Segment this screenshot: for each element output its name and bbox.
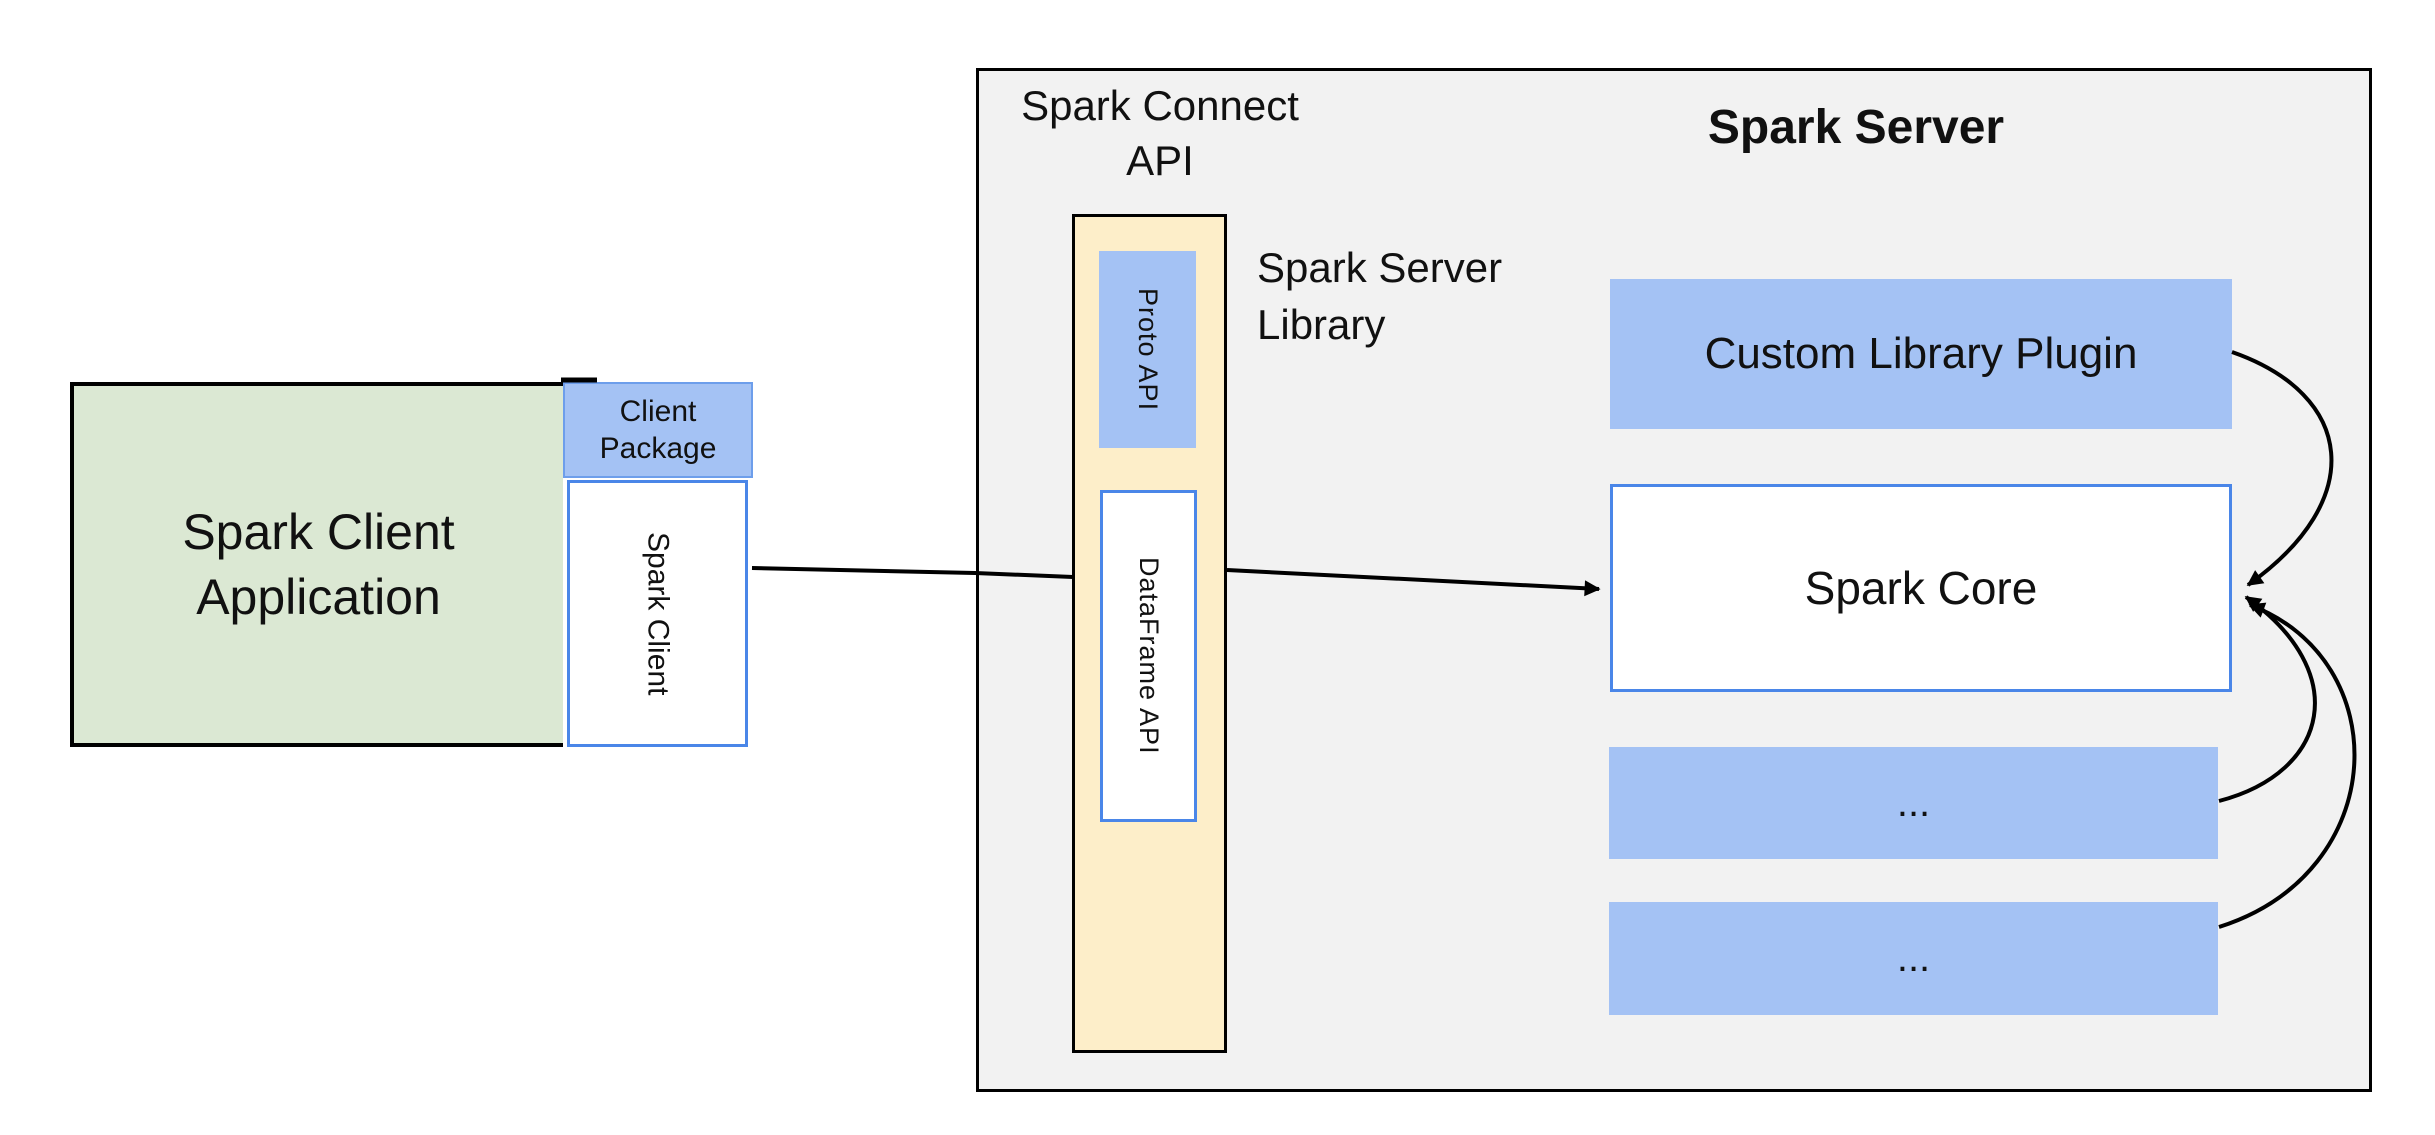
client-package-label: Client Package bbox=[599, 394, 717, 466]
dataframe-api-box: DataFrame API bbox=[1100, 490, 1197, 822]
dataframe-api-label: DataFrame API bbox=[1134, 557, 1164, 755]
spark-connect-api-title: Spark Connect API bbox=[1021, 82, 1299, 185]
spark-client-box: Spark Client bbox=[567, 480, 748, 747]
spark-server-title: Spark Server bbox=[1707, 101, 2005, 154]
additional-plugin-box-1: ... bbox=[1609, 747, 2218, 859]
custom-library-plugin-label: Custom Library Plugin bbox=[1704, 329, 2138, 378]
additional-plugin-box-2: ... bbox=[1609, 902, 2218, 1015]
spark-client-label: Spark Client bbox=[641, 531, 675, 696]
spark-server-library-label: Spark Server Library bbox=[1257, 244, 1503, 348]
spark-core-box: Spark Core bbox=[1610, 484, 2232, 692]
client-package-box: Client Package bbox=[563, 382, 753, 478]
proto-api-label: Proto API bbox=[1133, 287, 1163, 412]
spark-client-application-label: Spark Client Application bbox=[182, 503, 455, 625]
custom-library-plugin-box: Custom Library Plugin bbox=[1610, 279, 2232, 429]
spark-client-application-box: Spark Client Application bbox=[70, 382, 563, 747]
additional-plugin-label-1: ... bbox=[1896, 780, 1931, 825]
spark-core-label: Spark Core bbox=[1804, 562, 2038, 614]
proto-api-box: Proto API bbox=[1099, 251, 1196, 448]
additional-plugin-label-2: ... bbox=[1896, 936, 1931, 980]
